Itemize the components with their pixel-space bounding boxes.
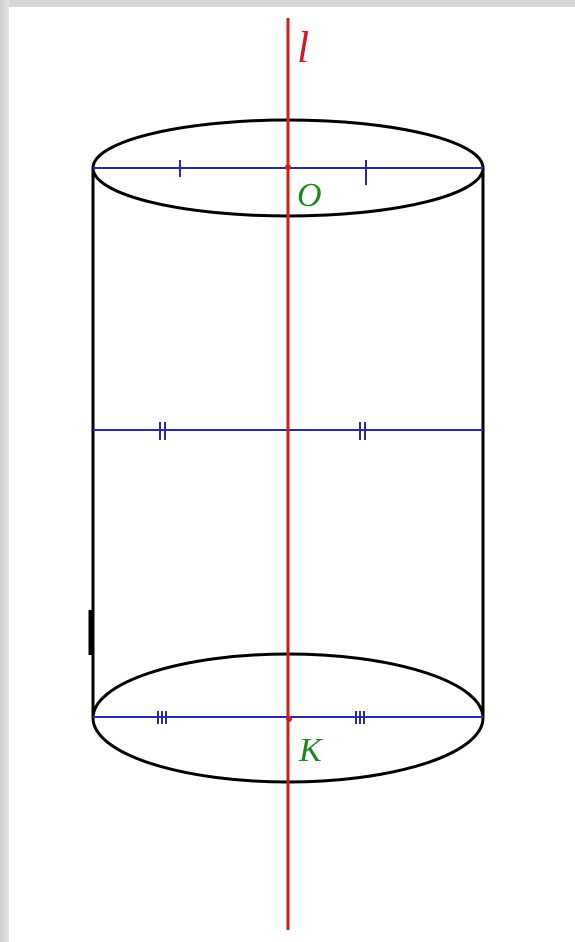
bottom-center-label: K (298, 732, 324, 769)
axis-label: l (297, 23, 309, 72)
bottom-left-triple-tick (157, 711, 167, 724)
middle-right-double-tick (359, 422, 366, 440)
top-center-label: O (297, 177, 322, 214)
middle-left-double-tick (159, 422, 166, 440)
frame-left-border (0, 0, 9, 942)
top-center-point (285, 164, 291, 170)
frame-top-border (0, 0, 575, 7)
bottom-right-triple-tick (355, 711, 365, 724)
bottom-center-point (286, 716, 292, 722)
